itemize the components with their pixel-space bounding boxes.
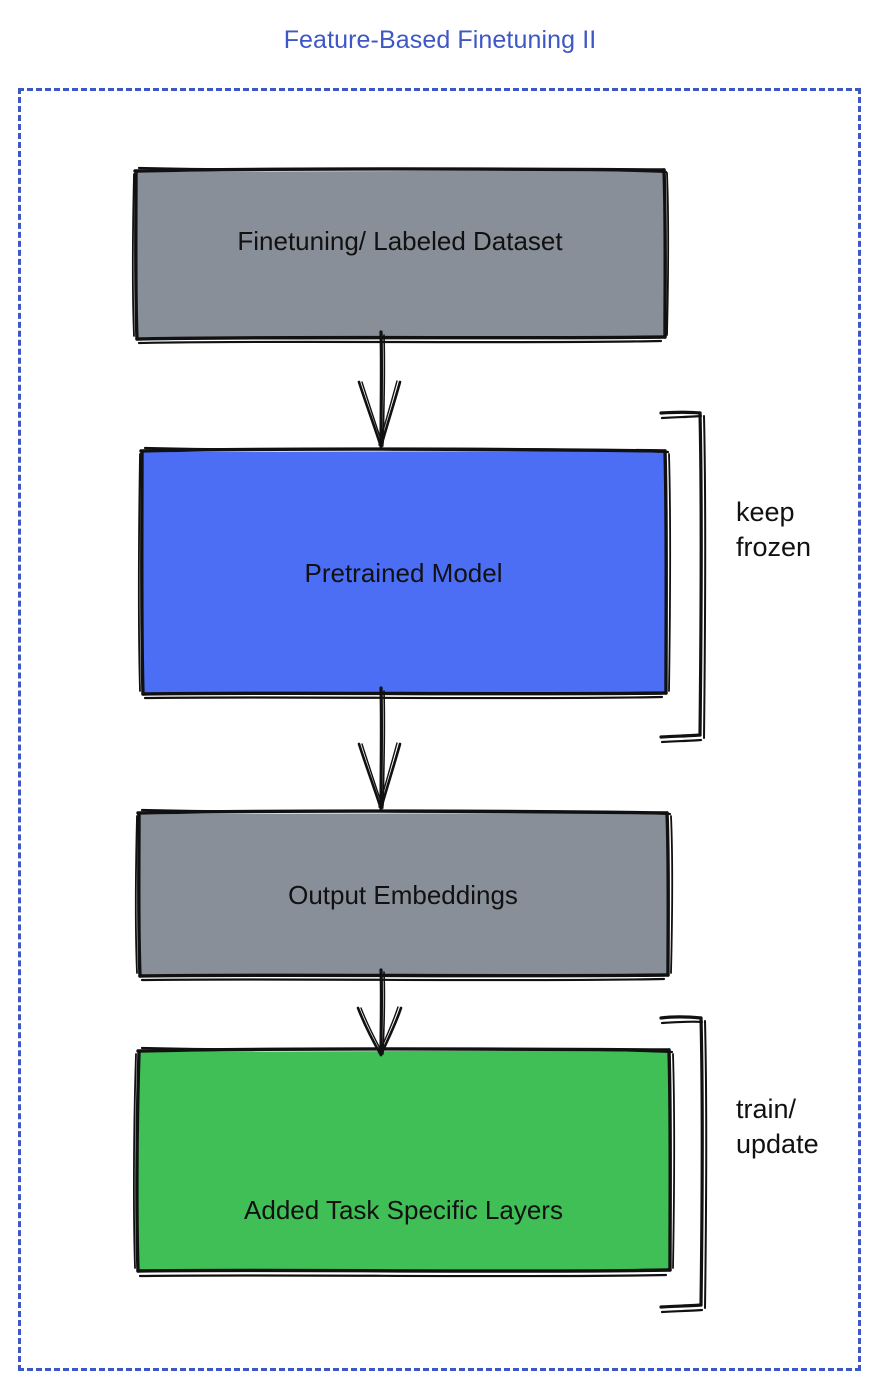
node-added-task-specific-layers[interactable]: Added Task Specific Layers [133,1046,676,1278]
node-shape-embeddings [134,808,674,982]
node-pretrained-model[interactable]: Pretrained Model [137,446,672,700]
arrow-dataset-to-pretrained [357,330,402,449]
node-shape-dataset [131,166,670,345]
node-shape-pretrained [137,446,672,700]
node-finetuning-labeled-dataset[interactable]: Finetuning/ Labeled Dataset [131,166,670,345]
node-label-layers: Added Task Specific Layers [244,1195,563,1225]
node-output-embeddings[interactable]: Output Embeddings [134,808,674,982]
diagram-outer-frame [18,88,861,1371]
node-shape-layers [133,1046,676,1278]
node-label-embeddings: Output Embeddings [288,880,518,910]
node-label-dataset: Finetuning/ Labeled Dataset [237,226,563,256]
annotation-keep-frozen: keep frozen [736,497,812,562]
annotation-train-update: train/ update [736,1094,819,1159]
page-title: Feature-Based Finetuning II [283,26,597,54]
arrow-embeddings-to-layers [356,968,403,1057]
arrow-pretrained-to-embeddings [357,686,402,811]
bracket-keep-frozen [659,410,707,744]
bracket-train-update [659,1015,708,1314]
node-label-pretrained: Pretrained Model [304,558,503,588]
